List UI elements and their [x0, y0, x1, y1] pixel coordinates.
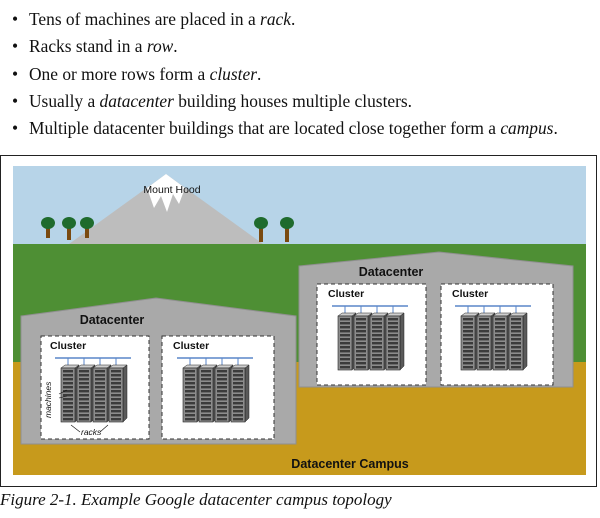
datacenter-label: Datacenter	[359, 265, 424, 279]
rack-row	[177, 357, 253, 423]
rack-row	[55, 357, 131, 423]
bullet-item: •Usually a datacenter building houses mu…	[12, 90, 413, 111]
cluster-label: Cluster	[328, 288, 364, 300]
rack-row	[332, 305, 408, 371]
rack-icon	[76, 364, 96, 423]
datacenter-building: Datacenter Cluster machines racks Cluste…	[20, 297, 297, 445]
bullet-item: •Tens of machines are placed in a rack.	[12, 9, 296, 29]
trees	[41, 217, 294, 242]
snow-cap	[147, 174, 185, 212]
tree-icon	[80, 217, 94, 238]
rack-icon	[337, 312, 357, 371]
cluster-box: Cluster machines racks	[40, 335, 150, 440]
cluster-label: Cluster	[50, 340, 86, 352]
rack-icon	[385, 312, 405, 371]
rack-icon	[508, 312, 528, 371]
tree-icon	[62, 217, 76, 240]
tree-icon	[254, 217, 268, 242]
rack-icon	[353, 312, 373, 371]
datacenter-building: Datacenter Cluster Cluster	[298, 251, 574, 388]
rack-icon	[60, 364, 80, 423]
bullet-list: •Tens of machines are placed in a rack. …	[12, 6, 597, 142]
figure-frame: Mount Hood Datacenter Cluster Cluster Da…	[0, 155, 597, 487]
mountain-label: Mount Hood	[143, 184, 200, 196]
bullet-item: •One or more rows form a cluster.	[12, 63, 262, 84]
datacenter-label: Datacenter	[80, 313, 145, 327]
cluster-box: Cluster	[440, 283, 554, 386]
rack-icon	[460, 312, 480, 371]
cluster-label: Cluster	[452, 288, 488, 300]
rack-icon	[476, 312, 496, 371]
bullet-item: •Racks stand in a row.	[12, 36, 178, 57]
rack-row	[455, 305, 531, 371]
campus-diagram: Mount Hood Datacenter Cluster Cluster Da…	[13, 166, 586, 475]
machines-label: machines	[43, 381, 53, 418]
tree-icon	[280, 217, 294, 242]
cluster-label: Cluster	[173, 340, 209, 352]
racks-label: racks	[81, 427, 102, 437]
rack-icon	[214, 364, 234, 423]
tree-icon	[41, 217, 55, 238]
rack-icon	[230, 364, 250, 423]
rack-icon	[198, 364, 218, 423]
rack-icon	[182, 364, 202, 423]
campus-label: Datacenter Campus	[291, 457, 408, 471]
cluster-box: Cluster	[316, 283, 427, 386]
rack-icon	[492, 312, 512, 371]
figure-caption: Figure 2-1. Example Google datacenter ca…	[0, 490, 392, 509]
bullet-item: •Multiple datacenter buildings that are …	[12, 118, 558, 139]
rack-icon	[92, 364, 112, 423]
rack-icon	[369, 312, 389, 371]
cluster-box: Cluster	[161, 335, 275, 440]
rack-icon	[108, 364, 128, 423]
